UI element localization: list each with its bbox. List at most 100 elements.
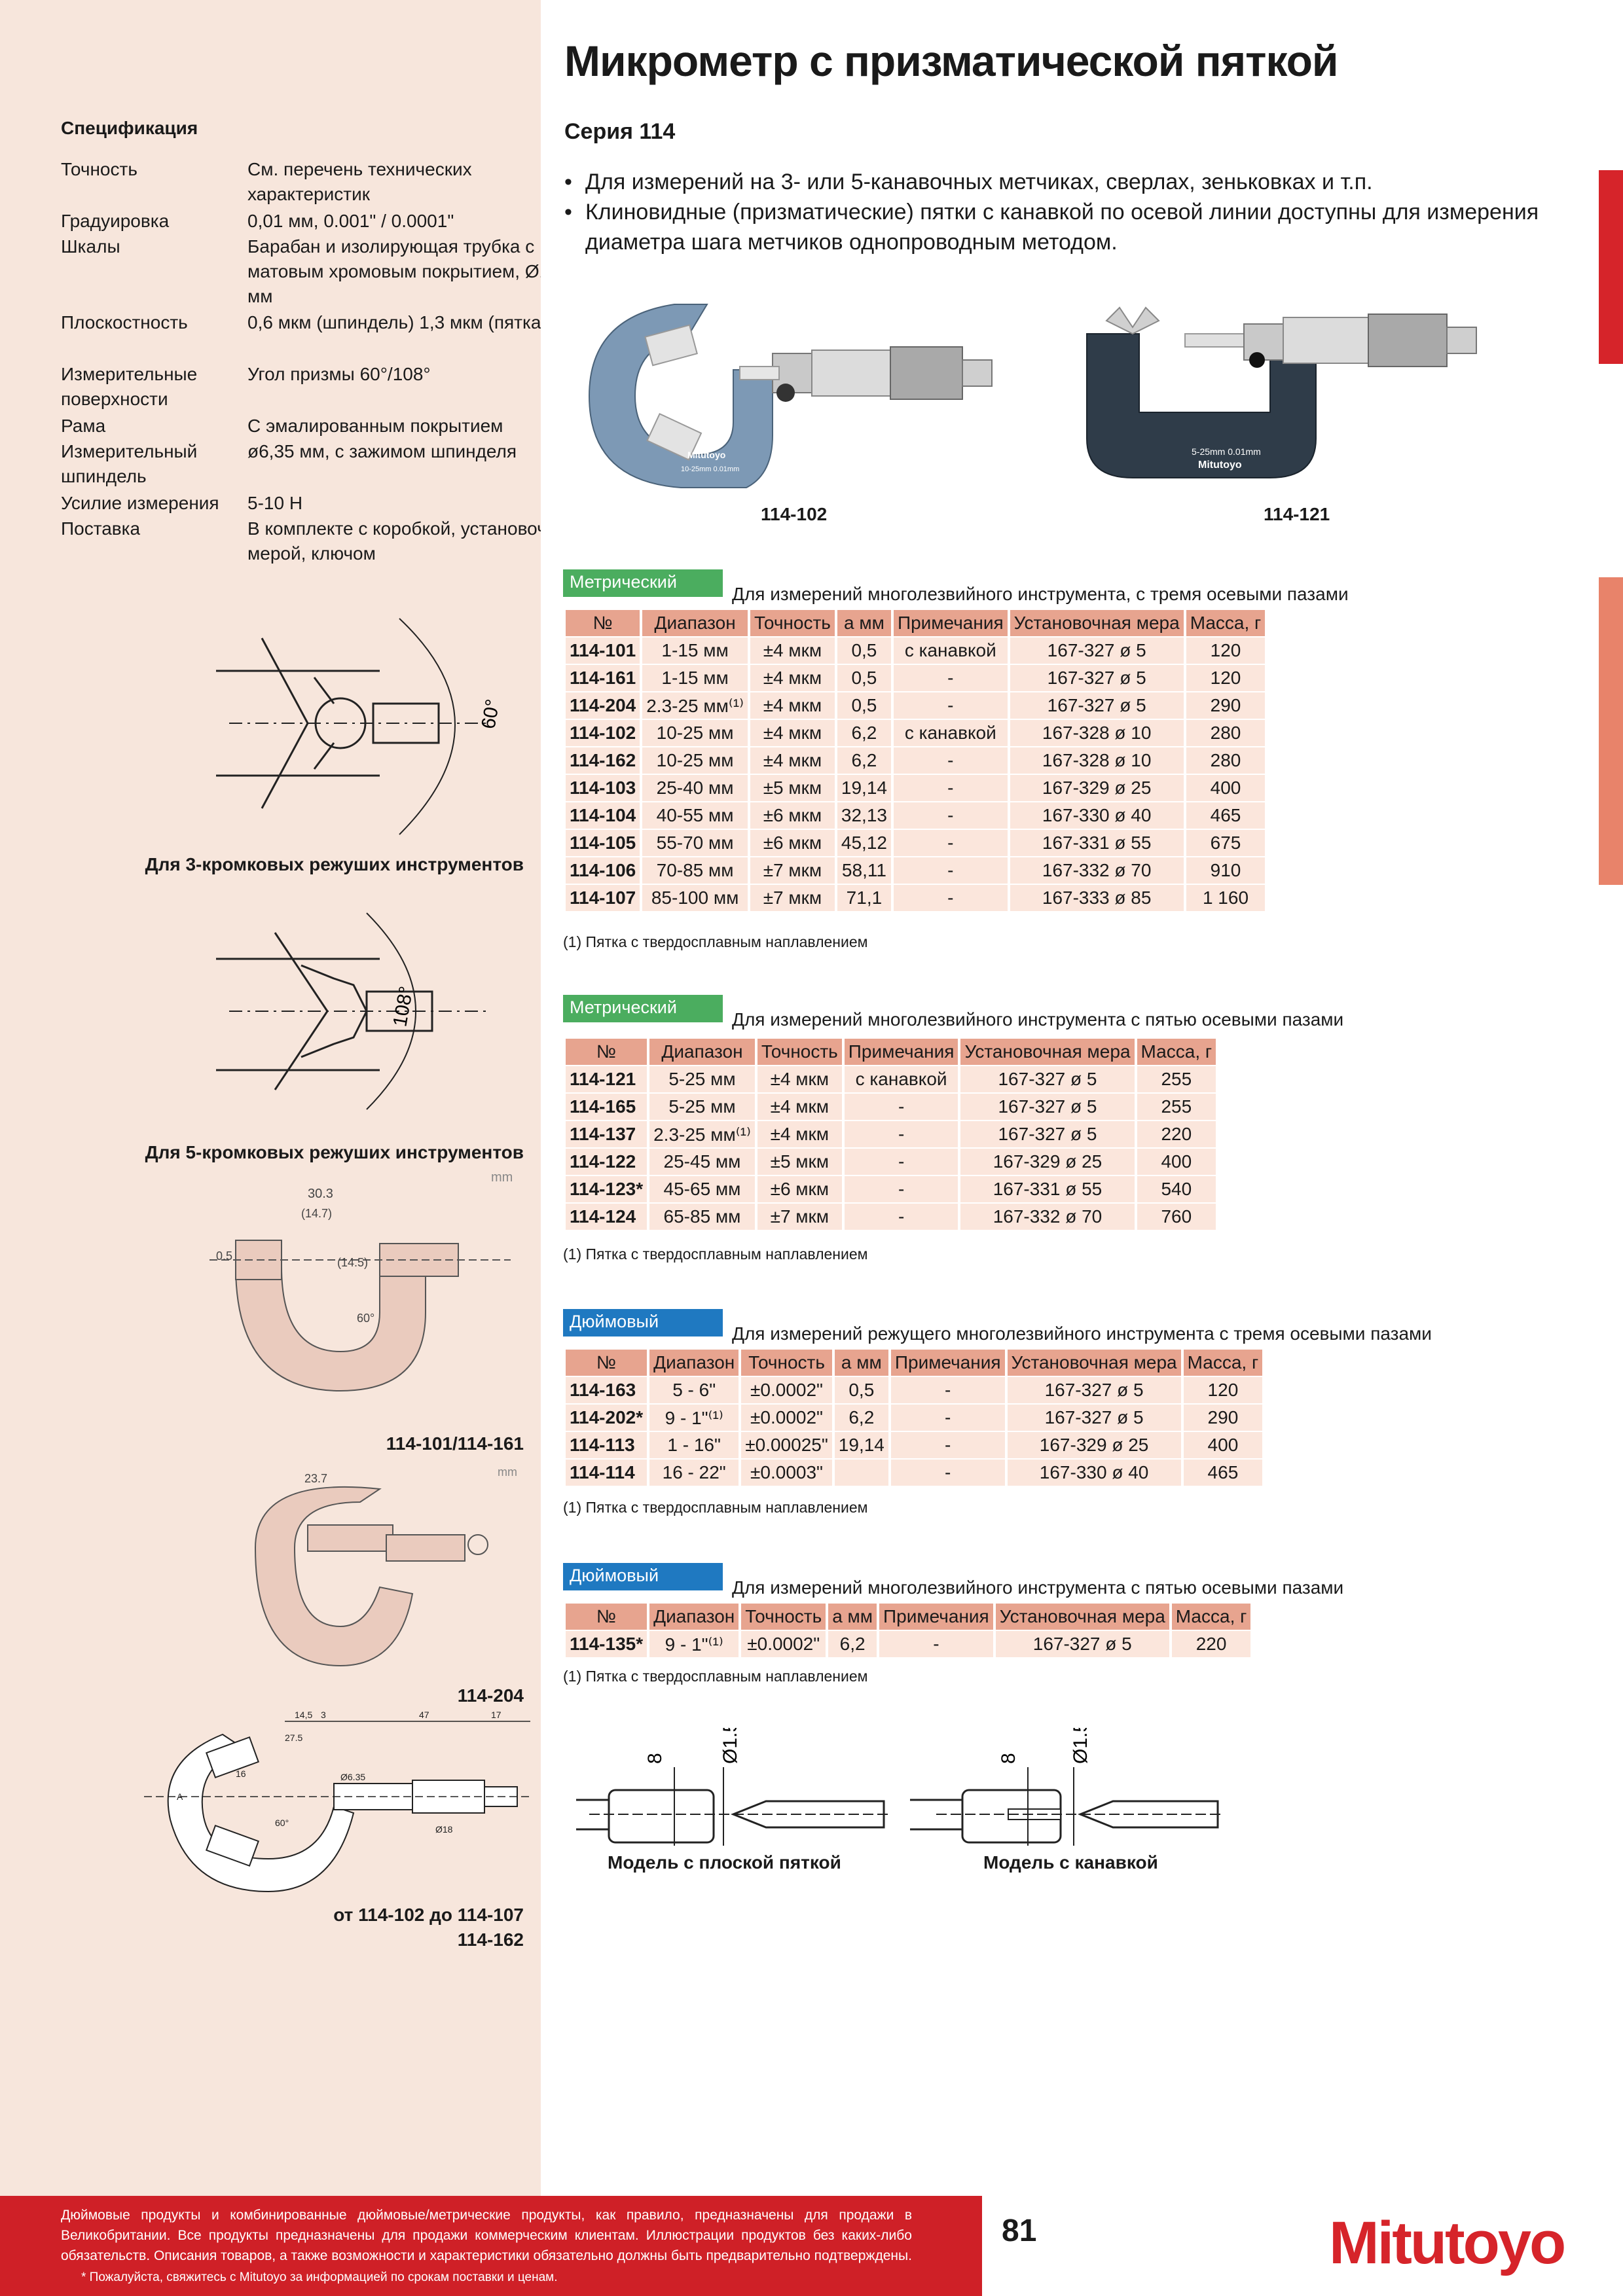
table-cell: 167-331 ø 55	[960, 1176, 1135, 1202]
table-cell: 6,2	[837, 747, 891, 774]
table-cell: 45,12	[837, 830, 891, 856]
three-flute-drawing: 60°	[216, 618, 504, 835]
dim-47: 47	[419, 1710, 429, 1720]
table-cell: 255	[1137, 1094, 1216, 1120]
photo-114-102: Mitutoyo 10-25mm 0.01mm	[588, 304, 993, 488]
model-number: 114-121	[566, 1066, 647, 1092]
table-cell: 25-40 мм	[642, 775, 748, 801]
table-cell: 167-333 ø 85	[1010, 885, 1184, 911]
dim-a: A	[177, 1791, 183, 1802]
table-cell: ±7 мкм	[757, 1204, 842, 1230]
table-cell: ±0.0003"	[741, 1460, 832, 1486]
table-cell: 465	[1183, 1460, 1263, 1486]
column-header: Установочная мера	[960, 1039, 1135, 1065]
dim-60b: 60°	[275, 1818, 289, 1828]
model-number: 114-122	[566, 1149, 647, 1175]
table-cell: 167-332 ø 70	[1010, 857, 1184, 884]
column-header: Диапазон	[649, 1350, 739, 1376]
flat-anvil-diagram: 8 Ø1.5	[576, 1728, 890, 1846]
column-header: Установочная мера	[995, 1604, 1169, 1630]
table-cell: 70-85 мм	[642, 857, 748, 884]
table-cell: 32,13	[837, 802, 891, 829]
spec-title: Спецификация	[61, 118, 198, 138]
caption-range-2: 114-162	[457, 1929, 524, 1950]
dim-237: 23.7	[304, 1472, 327, 1485]
column-header: а мм	[837, 610, 891, 636]
table-cell: -	[879, 1631, 993, 1657]
table-cell: 19,14	[837, 775, 891, 801]
column-header: Масса, г	[1171, 1604, 1251, 1630]
table-cell: ±4 мкм	[757, 1094, 842, 1120]
table-cell: 120	[1186, 665, 1266, 691]
column-header: Точность	[741, 1350, 832, 1376]
table-cell: 167-327 ø 5	[1007, 1405, 1181, 1431]
table-cell: ±4 мкм	[757, 1121, 842, 1147]
table-block-metric-5: Метрический Для измерений многолезвийног…	[563, 995, 1571, 1244]
spec-key: Измерительные поверхности	[61, 364, 198, 409]
table-cell: ±4 мкм	[750, 747, 835, 774]
table-cell: 167-331 ø 55	[1010, 830, 1184, 856]
table-cell: 167-330 ø 40	[1007, 1460, 1181, 1486]
footer: Дюймовые продукты и комбинированные дюйм…	[0, 2196, 1623, 2296]
column-header: Установочная мера	[1010, 610, 1184, 636]
spec-value: 5-10 Н	[247, 493, 303, 513]
model-number: 114-106	[566, 857, 640, 884]
table-cell: 760	[1137, 1204, 1216, 1230]
table-cell: 9 - 1"⁽¹⁾	[649, 1405, 739, 1431]
spec-key: Шкалы	[61, 236, 120, 257]
table-cell: 167-330 ø 40	[1010, 802, 1184, 829]
spec-value: В комплекте с коробкой, установочной мер…	[247, 518, 577, 564]
mitutoyo-logo: Mitutoyo	[1329, 2210, 1566, 2276]
groove-anvil-diagram: 8 Ø1.5	[910, 1728, 1224, 1846]
dim-635: Ø6.35	[340, 1772, 365, 1782]
table-cell: ±4 мкм	[750, 637, 835, 664]
model-number: 114-161	[566, 665, 640, 691]
dim-18: Ø18	[435, 1824, 453, 1835]
table-cell: 400	[1183, 1432, 1263, 1458]
photo-label-1: 10-25mm 0.01mm	[681, 465, 739, 473]
column-header: а мм	[834, 1350, 888, 1376]
model-number: 114-113	[566, 1432, 647, 1458]
photo-caption-114-121: 114-121	[1264, 504, 1330, 524]
table-cell: 9 - 1"⁽¹⁾	[649, 1631, 739, 1657]
groove-anvil-caption: Модель с канавкой	[983, 1852, 1158, 1873]
table-cell: с канавкой	[844, 1066, 958, 1092]
table-cell: 85-100 мм	[642, 885, 748, 911]
table-cell: 280	[1186, 720, 1266, 746]
table-cell: -	[893, 692, 1008, 719]
dim-145: (14.5)	[337, 1256, 368, 1269]
drawing-114-101: mm 30.3 (14.7) (14.5) 0.5 60°	[210, 1170, 513, 1392]
table-cell: ±6 мкм	[750, 802, 835, 829]
table-description: Для измерений многолезвийного инструмент…	[732, 1009, 1344, 1030]
spec-value: Барабан и изолирующая трубка с матовым х…	[247, 236, 560, 306]
dim-05: 0.5	[216, 1249, 232, 1263]
table-cell: -	[890, 1460, 1005, 1486]
table-cell: 910	[1186, 857, 1266, 884]
table-description: Для измерений многолезвийного инструмент…	[732, 584, 1349, 604]
table-cell: -	[893, 830, 1008, 856]
photo-caption-114-102: 114-102	[761, 504, 828, 524]
table-cell: 5-25 мм	[649, 1094, 755, 1120]
dim-16: 16	[236, 1768, 246, 1779]
feature-list: Для измерений на 3- или 5-канавочных мет…	[564, 167, 1573, 257]
spec-value: 0,6 мкм (шпиндель) 1,3 мкм (пятка)	[247, 312, 547, 332]
model-number: 114-103	[566, 775, 640, 801]
table-cell: -	[893, 857, 1008, 884]
table-cell: 540	[1137, 1176, 1216, 1202]
table-cell: 167-327 ø 5	[960, 1121, 1135, 1147]
table-cell: 167-327 ø 5	[1010, 692, 1184, 719]
footer-disclaimer: Дюймовые продукты и комбинированные дюйм…	[61, 2208, 912, 2263]
five-flute-drawing: 108°	[216, 912, 491, 1110]
